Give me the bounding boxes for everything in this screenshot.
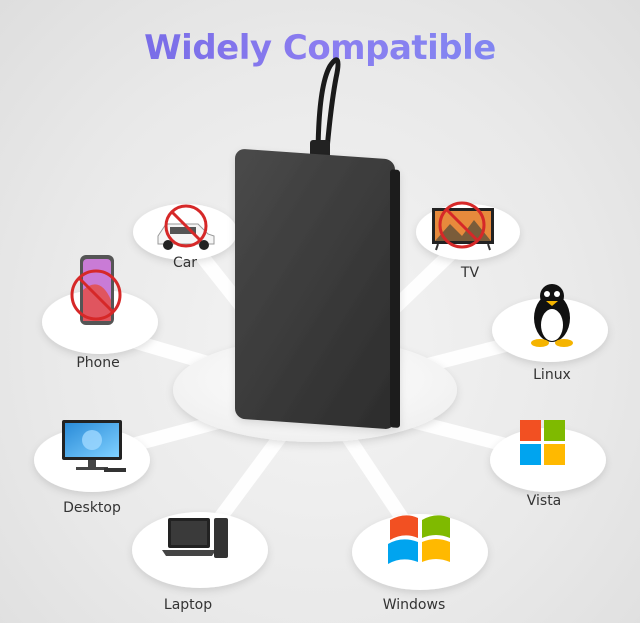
laptop-icon — [162, 518, 228, 558]
device-label-windows: Windows — [382, 597, 446, 613]
external-drive — [235, 149, 400, 429]
device-label-linux: Linux — [533, 367, 571, 383]
tv-icon — [432, 201, 494, 251]
linux-icon — [531, 284, 573, 347]
car-icon — [157, 204, 215, 250]
windows-icon — [388, 515, 450, 564]
vista-icon — [520, 420, 565, 465]
device-label-phone: Phone — [76, 355, 120, 371]
usb-cable — [315, 57, 341, 163]
device-label-car: Car — [172, 255, 198, 271]
phone-icon — [70, 255, 122, 325]
device-label-tv: TV — [460, 265, 480, 281]
device-label-vista: Vista — [526, 493, 562, 509]
device-label-desktop: Desktop — [63, 500, 121, 516]
device-label-laptop: Laptop — [163, 597, 213, 613]
page-title: Widely Compatible — [0, 28, 640, 68]
desktop-icon — [62, 420, 126, 472]
